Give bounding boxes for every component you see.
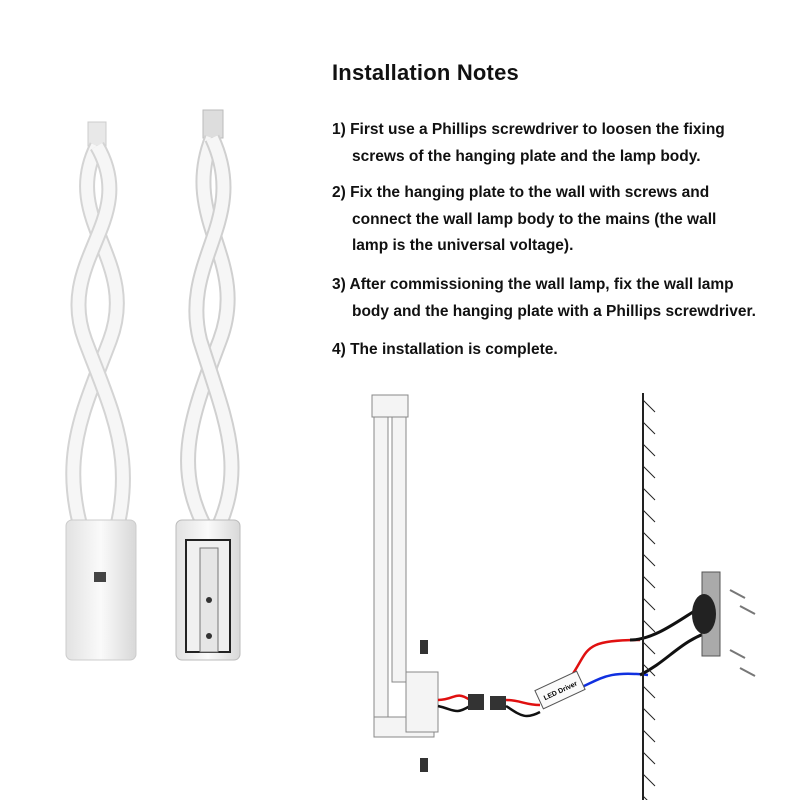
note-line: screws of the hanging plate and the lamp… bbox=[352, 147, 701, 165]
wall-hatch bbox=[642, 729, 656, 743]
note-line: body and the hanging plate with a Philli… bbox=[352, 302, 756, 320]
wall-hatch bbox=[642, 707, 656, 721]
mounting-bracket bbox=[692, 571, 756, 677]
wall-hatch bbox=[642, 641, 656, 655]
diagram-wiring bbox=[437, 598, 716, 718]
note-line: lamp is the universal voltage). bbox=[352, 237, 574, 254]
note-4: 4) The installation is complete. bbox=[332, 337, 782, 364]
note-line: 4) The installation is complete. bbox=[332, 341, 558, 358]
wall-hatch bbox=[642, 487, 656, 501]
wall-hatch bbox=[642, 399, 656, 413]
wall-hatch bbox=[642, 575, 656, 589]
note-3: 3) After commissioning the wall lamp, fi… bbox=[332, 272, 782, 325]
wall-hatch bbox=[642, 773, 656, 787]
wall-hatch bbox=[642, 421, 656, 435]
wall-hatch bbox=[642, 597, 656, 611]
wall-hatch bbox=[642, 751, 656, 765]
note-2: 2) Fix the hanging plate to the wall wit… bbox=[332, 180, 782, 260]
wall-hatch bbox=[642, 663, 656, 677]
note-line: 3) After commissioning the wall lamp, fi… bbox=[332, 276, 734, 293]
wall-hatch bbox=[642, 619, 656, 633]
wall bbox=[642, 393, 656, 800]
note-line: 1) First use a Phillips screwdriver to l… bbox=[332, 121, 725, 138]
note-1: 1) First use a Phillips screwdriver to l… bbox=[332, 117, 782, 170]
lamp-front-photo bbox=[65, 121, 137, 661]
wall-hatch bbox=[642, 465, 656, 479]
wall-hatch bbox=[642, 795, 648, 800]
wall-hatch bbox=[642, 509, 656, 523]
led-driver: LED Driver bbox=[534, 670, 586, 710]
wall-hatch bbox=[642, 443, 656, 457]
wall-hatch bbox=[642, 685, 656, 699]
note-line: connect the wall lamp body to the mains … bbox=[352, 210, 717, 228]
page-title: Installation Notes bbox=[332, 60, 519, 85]
wall-hatch bbox=[642, 553, 656, 567]
note-line: 2) Fix the hanging plate to the wall wit… bbox=[332, 184, 710, 201]
wall-hatch bbox=[642, 531, 656, 545]
diagram-lamp bbox=[371, 394, 439, 772]
lamp-back-photo bbox=[175, 109, 241, 661]
